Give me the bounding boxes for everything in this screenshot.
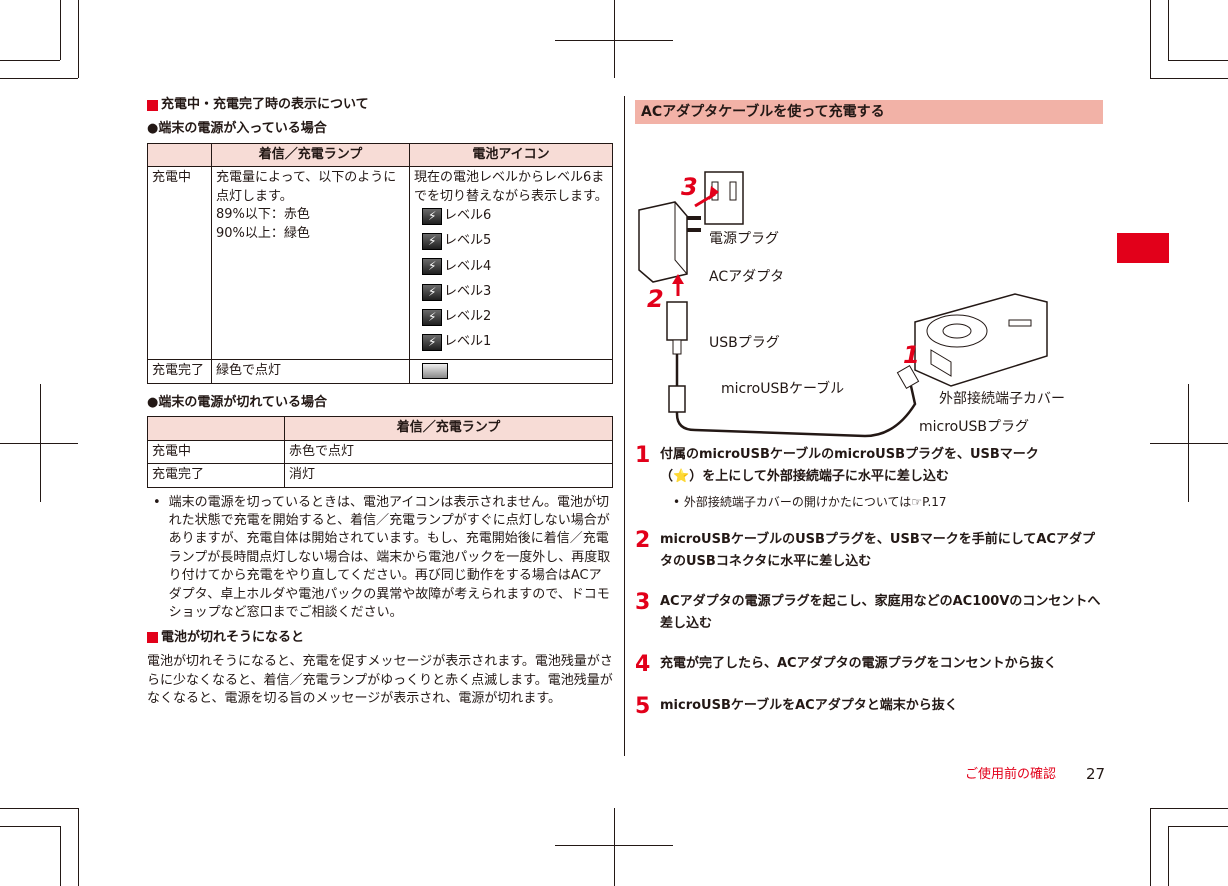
low-battery-body: 電池が切れそうになると、充電を促すメッセージが表示されます。電池残量がさらに少な… xyxy=(147,654,613,707)
table2-label-charging: 充電中 xyxy=(147,439,285,465)
level-3: ⚡レベル3 xyxy=(422,283,516,301)
battery-full-cell xyxy=(409,359,613,384)
note-item: • 端末の電源を切っているときは、電池アイコンは表示されません。電池が切れた状態… xyxy=(153,494,613,623)
label-ext-cover: 外部接続端子カバー xyxy=(939,391,1065,407)
section-bar-ac-charging: ACアダプタケーブルを使って充電する xyxy=(635,100,1103,124)
battery-level-1-icon: ⚡ xyxy=(422,333,442,351)
table-header-lamp: 着信／充電ランプ xyxy=(211,142,410,168)
bullet-power-off: ●端末の電源が切れている場合 xyxy=(147,394,327,410)
ref-link[interactable]: P.17 xyxy=(922,495,947,509)
step-3: 3 ACアダプタの電源プラグを起こし、家庭用などのAC100Vのコンセントへ差し… xyxy=(635,590,1101,632)
right-column: ACアダプタケーブルを使って充電する xyxy=(635,100,1103,723)
table2-value-charging: 赤色で点灯 xyxy=(284,439,613,465)
footer-section: ご使用前の確認 xyxy=(964,767,1056,782)
adapter-shape xyxy=(638,201,688,283)
battery-level-4-icon: ⚡ xyxy=(422,258,442,276)
level-2: ⚡レベル2 xyxy=(422,308,516,326)
battery-level-2-icon: ⚡ xyxy=(422,308,442,326)
section-title-charging-display: 充電中・充電完了時の表示について xyxy=(147,96,613,114)
battery-level-6-icon: ⚡ xyxy=(422,207,442,225)
left-column: 充電中・充電完了時の表示について ●端末の電源が入っている場合 着信／充電ランプ… xyxy=(147,96,613,709)
page-number: 27 xyxy=(1086,765,1106,783)
label-power-plug: 電源プラグ xyxy=(709,231,779,247)
step-4: 4 充電が完了したら、ACアダプタの電源プラグをコンセントから抜く xyxy=(635,652,1057,678)
table2-header-lamp: 着信／充電ランプ xyxy=(284,416,613,441)
step-marker-1: 1 xyxy=(903,341,920,369)
charging-illustration: 3 2 1 電源プラグ ACアダプタ USBプラグ microUSBケーブル 外… xyxy=(635,124,1103,444)
table-power-off: 着信／充電ランプ 充電中 赤色で点灯 充電完了 消灯 xyxy=(147,416,613,488)
table2-value-complete: 消灯 xyxy=(284,463,613,488)
battery-level-3-icon: ⚡ xyxy=(422,283,442,301)
label-micro-cable: microUSBケーブル xyxy=(721,381,845,397)
label-micro-plug: microUSBプラグ xyxy=(919,419,1029,435)
level-5: ⚡レベル5 xyxy=(422,232,516,251)
level-4: ⚡レベル4 xyxy=(422,258,516,276)
battery-levels: ⚡レベル6 ⚡レベル5 ⚡レベル4 ⚡レベル3 ⚡レベル2 ⚡レベル1 xyxy=(414,206,608,357)
step-5: 5 microUSBケーブルをACアダプタと端末から抜く xyxy=(635,694,958,720)
row-label-charging: 充電中 xyxy=(147,166,212,361)
icon-description: 現在の電池レベルからレベル6までを切り替えながら表示します。 ⚡レベル6⚡レベル… xyxy=(409,166,613,361)
table-header-icon: 電池アイコン xyxy=(409,142,613,168)
chapter-tab xyxy=(1117,233,1169,263)
step-marker-3: 3 xyxy=(681,173,698,201)
square-bullet-icon xyxy=(147,99,158,111)
step-marker-2: 2 xyxy=(647,285,664,313)
row-label-complete: 充電完了 xyxy=(147,359,212,384)
table-header-empty xyxy=(147,142,212,168)
reference-icon: ☞ xyxy=(911,495,923,509)
cable-shape xyxy=(675,354,917,438)
battery-full-icon xyxy=(422,362,448,379)
dot-bullet-icon: • xyxy=(153,494,161,510)
lamp-description: 充電量によって、以下のように点灯します。 89%以下：赤色 90%以上：緑色 xyxy=(211,166,410,361)
level-6: ⚡レベル6 xyxy=(422,207,516,225)
table2-header-empty xyxy=(147,416,285,441)
level-1: ⚡レベル1 xyxy=(422,333,516,351)
table-power-on: 着信／充電ランプ 電池アイコン 充電中 充電量によって、以下のように点灯します。… xyxy=(147,142,613,384)
usb-plug-shape xyxy=(666,301,688,341)
bullet-power-on: ●端末の電源が入っている場合 xyxy=(147,121,327,137)
label-ac-adapter: ACアダプタ xyxy=(709,269,785,285)
label-usb-plug: USBプラグ xyxy=(709,335,780,351)
usb-mark-icon: ⭐ xyxy=(673,469,690,484)
table2-label-complete: 充電完了 xyxy=(147,463,285,488)
step-2: 2 microUSBケーブルのUSBプラグを、USBマークを手前にしてACアダプ… xyxy=(635,528,1095,570)
step-1: 1 付属のmicroUSBケーブルのmicroUSBプラグを、USBマーク（⭐）… xyxy=(635,443,1039,485)
step-1-sub: • 外部接続端子カバーの開けかたについては☞P.17 xyxy=(673,495,947,509)
battery-level-5-icon: ⚡ xyxy=(422,233,442,251)
lamp-complete: 緑色で点灯 xyxy=(211,359,410,384)
square-bullet-icon xyxy=(147,632,158,644)
charging-diagram-svg xyxy=(638,171,1048,438)
section-title-low-battery: 電池が切れそうになると xyxy=(147,629,613,647)
